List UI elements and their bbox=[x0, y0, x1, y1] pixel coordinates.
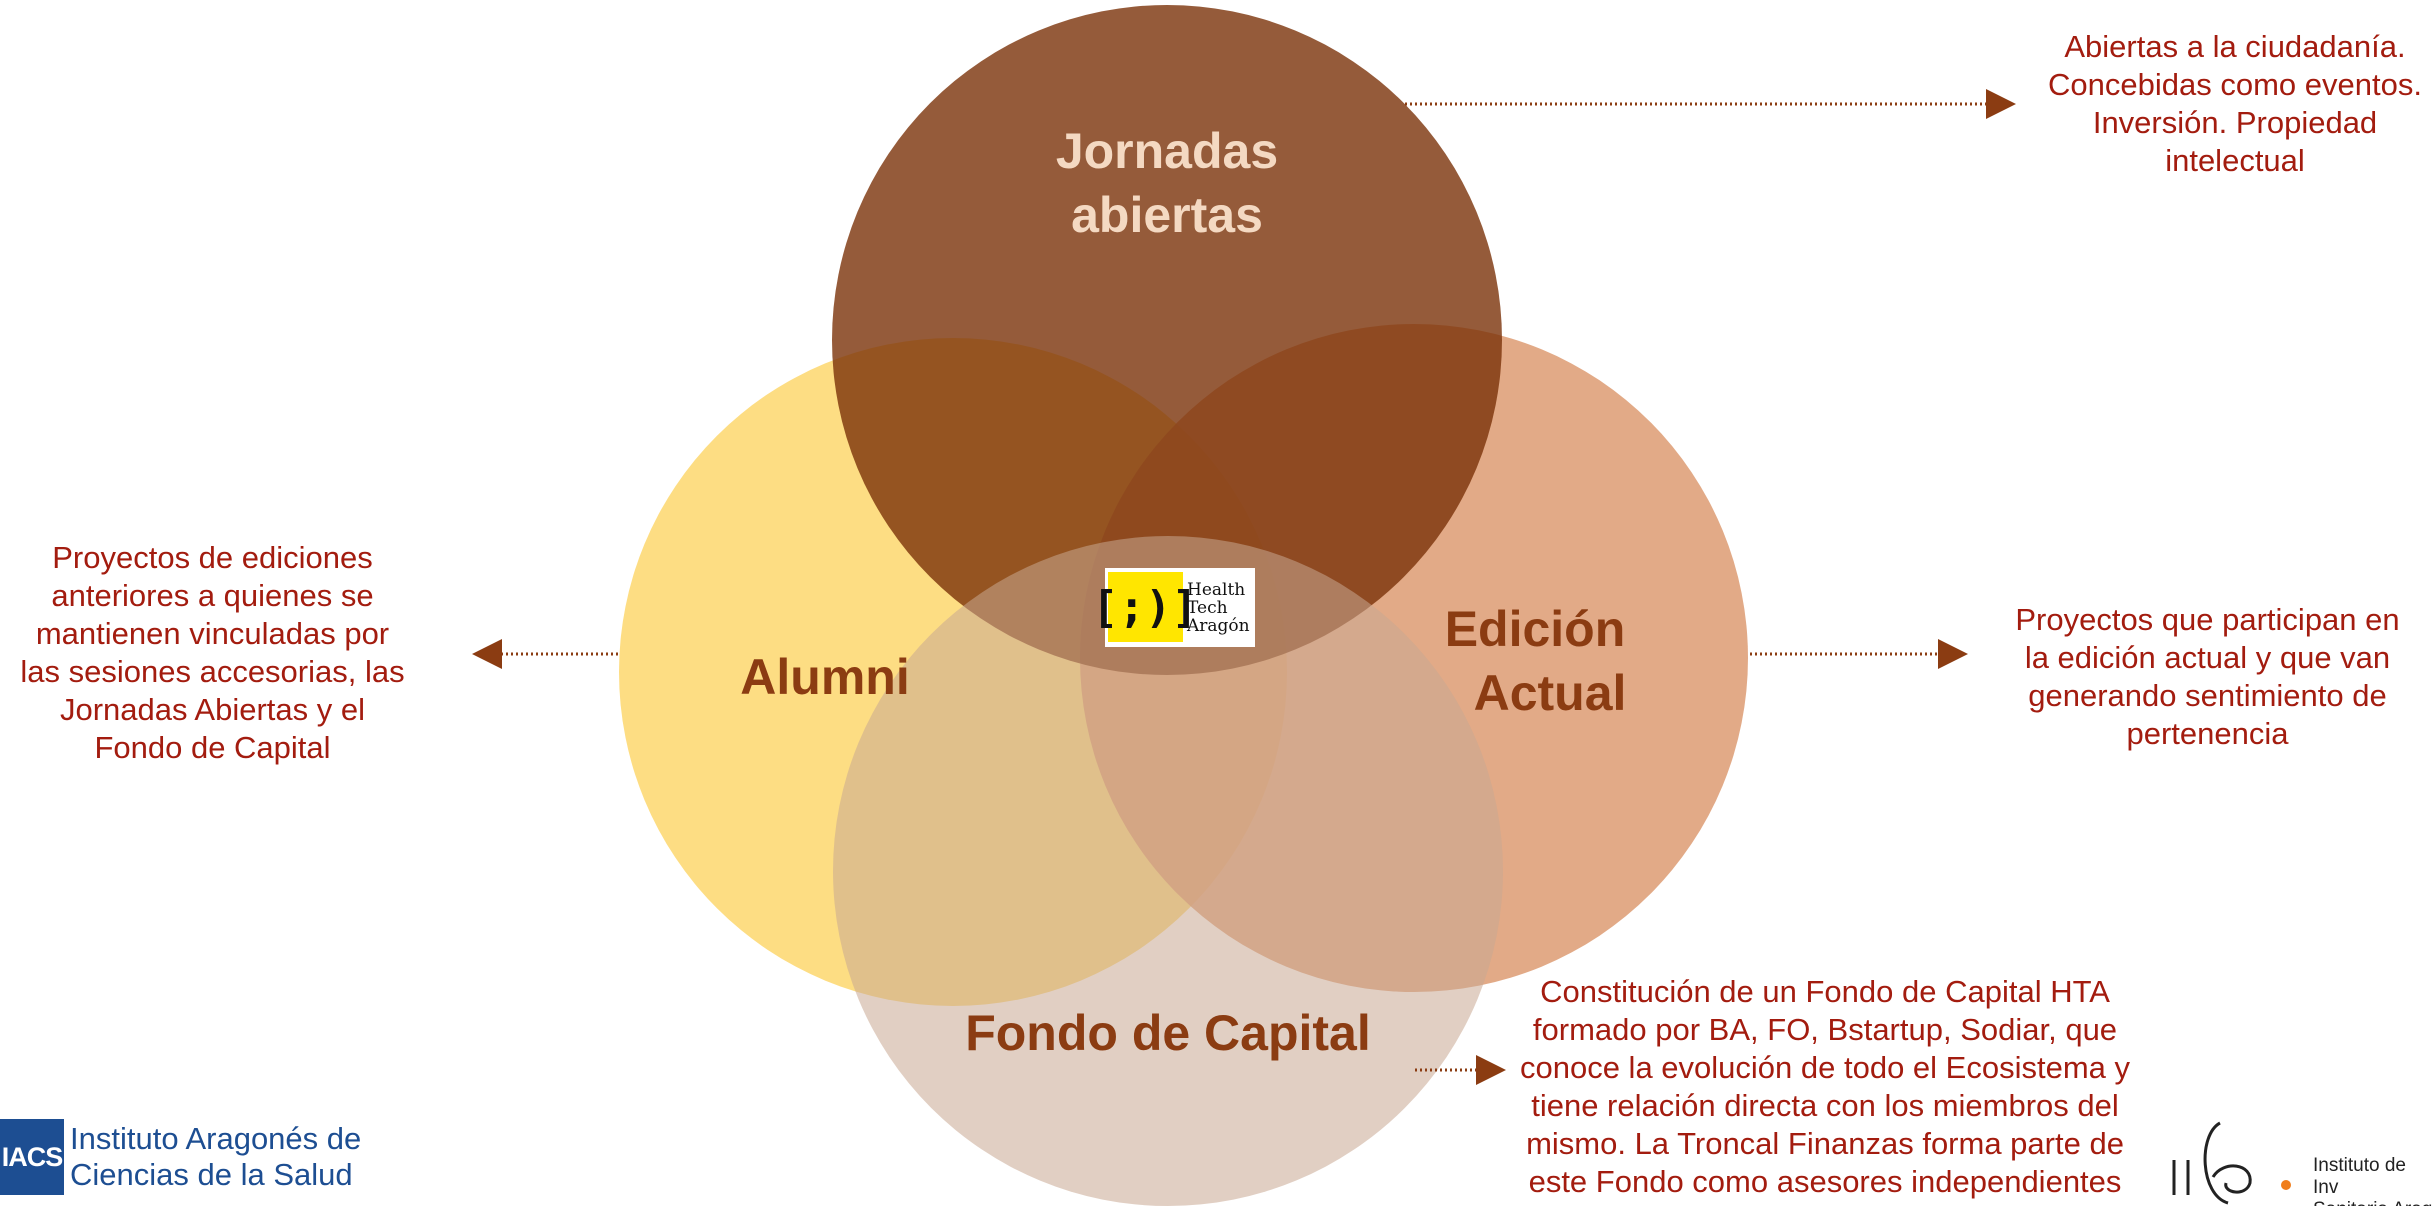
circle-jornadas-abiertas bbox=[832, 5, 1502, 675]
logo-symbol: [;)] bbox=[1092, 582, 1198, 633]
label-alumni: Alumni bbox=[740, 649, 909, 705]
description-edicion: Proyectos que participan en la edición a… bbox=[2015, 602, 2400, 751]
logo-text-line2: Tech bbox=[1187, 598, 1228, 618]
health-tech-aragon-logo: [;)] Health Tech Aragón bbox=[1092, 568, 1255, 647]
label-edicion-line1: Edición bbox=[1445, 601, 1626, 657]
description-alumni: Proyectos de ediciones anteriores a quie… bbox=[20, 540, 405, 765]
iis-aragon-logo: Instituto de Inv Sanitaria Arag bbox=[2168, 1115, 2433, 1206]
label-fondo: Fondo de Capital bbox=[965, 1005, 1371, 1061]
label-jornadas-line1: Jornadas bbox=[1056, 123, 1278, 179]
iacs-logo-text: Instituto Aragonés de Ciencias de la Sal… bbox=[70, 1121, 362, 1192]
iis-logo-mark bbox=[2172, 1121, 2291, 1205]
iacs-logo: IACS Instituto Aragonés de Ciencias de l… bbox=[0, 1117, 361, 1197]
description-jornadas: Abiertas a la ciudadanía. Concebidas com… bbox=[2048, 29, 2422, 178]
logo-text-line3: Aragón bbox=[1186, 616, 1250, 636]
label-jornadas-line2: abiertas bbox=[1071, 187, 1263, 243]
description-fondo: Constitución de un Fondo de Capital HTA … bbox=[1519, 974, 2131, 1199]
logo-text-line1: Health bbox=[1187, 580, 1245, 600]
iacs-logo-mark: IACS bbox=[0, 1119, 64, 1195]
iis-logo-text: Instituto de Inv Sanitaria Arag bbox=[2313, 1155, 2432, 1206]
circle-fondo-de-capital bbox=[833, 536, 1503, 1206]
label-edicion-line2: Actual bbox=[1474, 665, 1627, 721]
